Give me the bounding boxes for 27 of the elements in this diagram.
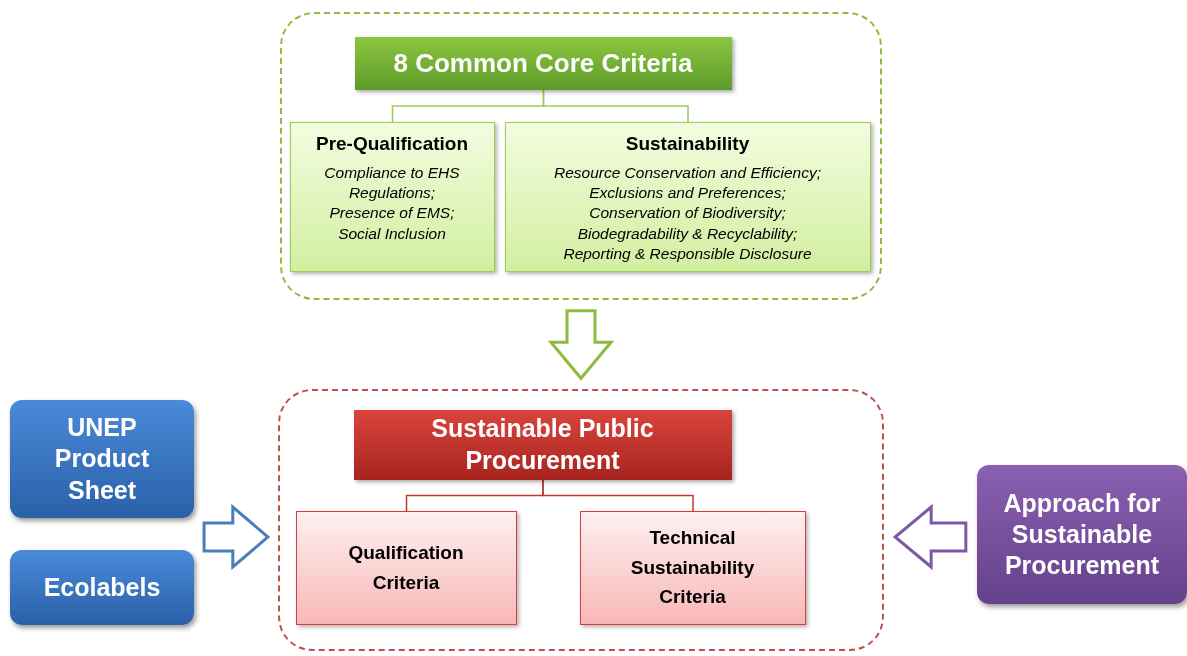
box-title: Approach for Sustainable Procurement [1002, 487, 1162, 582]
box-title: Pre-Qualification [316, 132, 468, 155]
criteria-list: Compliance to EHS Regulations; Presence of EMS; Social Inclusion [296, 162, 488, 245]
heading-box [354, 36, 732, 90]
criteria-box [579, 510, 806, 625]
connector-line [542, 479, 694, 512]
source-box [977, 465, 1187, 604]
criteria-box [289, 121, 495, 272]
box-title: Ecolabels [43, 571, 161, 603]
box-title: UNEP Product Sheet [53, 412, 151, 506]
source-box [10, 550, 194, 625]
box-title: Sustainability [625, 132, 750, 155]
heading-text: Sustainable Public Procurement [430, 413, 655, 476]
criteria-box [295, 510, 517, 625]
dashed-group-frame [280, 12, 882, 300]
box-title: Qualification Criteria [347, 541, 465, 595]
source-box [10, 400, 194, 518]
hollow-arrow [892, 503, 968, 571]
hollow-arrow [547, 309, 615, 381]
heading-box [353, 409, 732, 480]
heading-text: 8 Common Core Criteria [393, 47, 693, 79]
box-title: Technical Sustainability Criteria [629, 526, 756, 610]
hollow-arrow [202, 503, 271, 571]
criteria-box [504, 121, 871, 272]
criteria-list: Resource Conservation and Efficiency; Exclusions and Preferences; Conservation of Biodiversity; Biodegradability & Recyclability; Reporting & Responsible Disclosure [511, 162, 864, 265]
connector-line [542, 89, 689, 123]
dashed-group-frame [278, 389, 884, 651]
